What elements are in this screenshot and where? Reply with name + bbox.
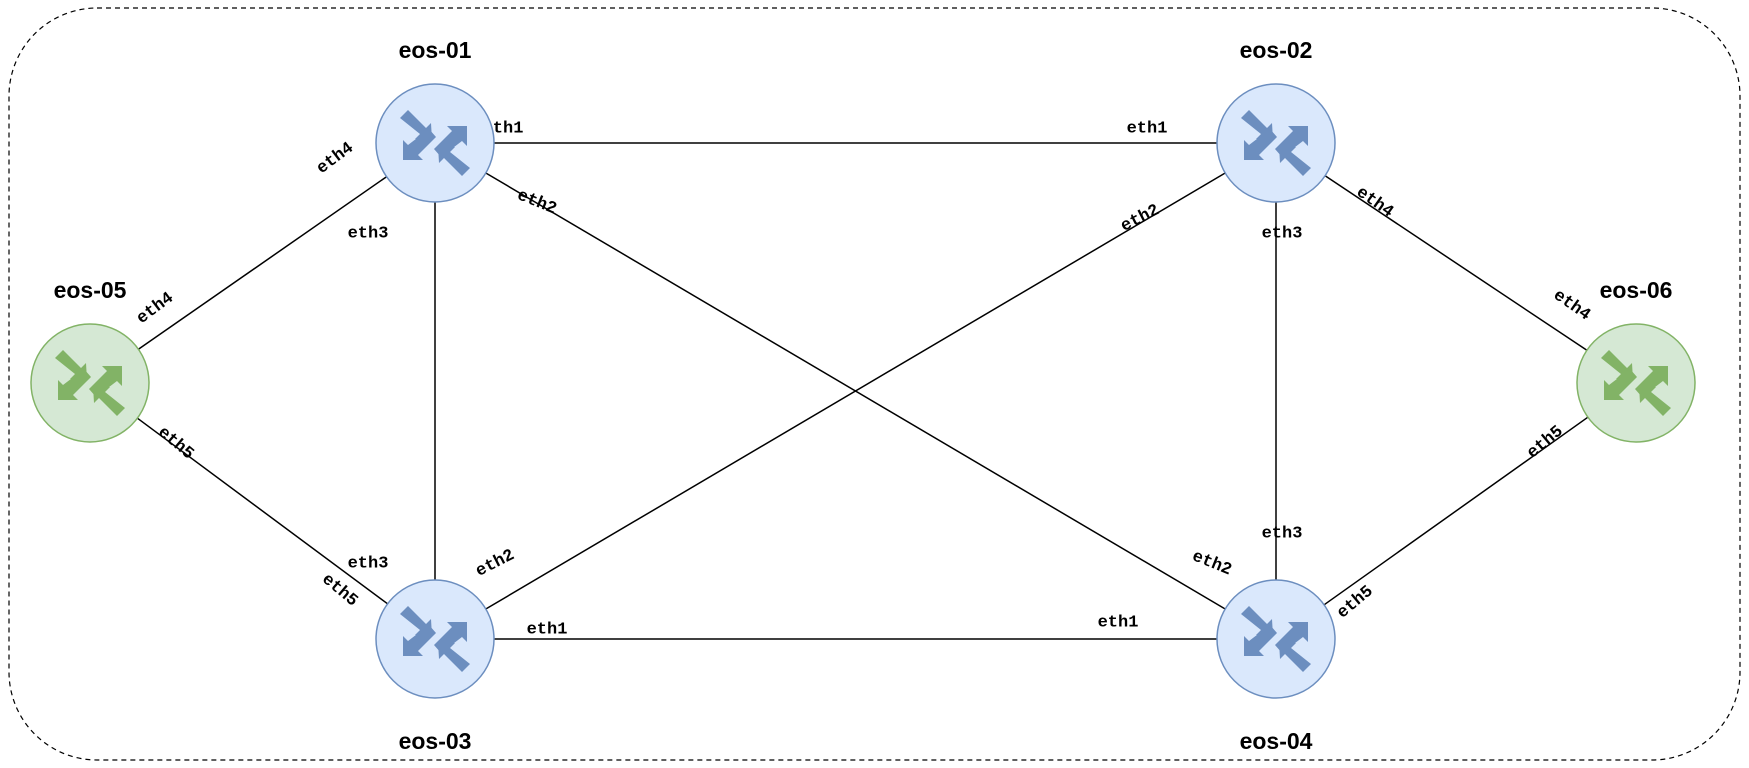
port-label-eos-06-eth4: eth4 [1549, 286, 1593, 325]
port-label-eos-03-eth1: eth1 [527, 620, 568, 639]
node-eos-01[interactable]: eos-01 [375, 37, 495, 203]
port-label-eos-02-eth4: eth4 [1352, 183, 1396, 222]
node-eos-02[interactable]: eos-02 [1216, 37, 1336, 203]
port-label-eos-05-eth4: eth4 [134, 289, 178, 329]
port-label-eos-06-eth5: eth5 [1524, 422, 1567, 463]
router-circle[interactable] [375, 83, 495, 203]
port-label-eos-04-eth5: eth5 [1334, 582, 1377, 623]
node-eos-04[interactable]: eos-04 [1216, 579, 1336, 754]
port-label-eos-01-eth4: eth4 [314, 139, 358, 179]
node-label-eos-01: eos-01 [399, 37, 472, 63]
port-label-eos-02-eth3: eth3 [1262, 224, 1303, 243]
link-eos-02-eos-03[interactable] [485, 172, 1226, 610]
node-label-eos-04: eos-04 [1240, 728, 1313, 754]
node-eos-06[interactable]: eos-06 [1576, 277, 1696, 443]
router-circle[interactable] [30, 323, 150, 443]
node-label-eos-03: eos-03 [399, 728, 472, 754]
router-circle[interactable] [375, 579, 495, 699]
node-eos-03[interactable]: eos-03 [375, 579, 495, 754]
link-eos-04-eos-06[interactable] [1323, 416, 1589, 606]
port-label-eos-03-eth3: eth3 [348, 554, 389, 573]
port-label-eos-03-eth5: eth5 [318, 570, 361, 611]
port-label-eos-01-eth2: eth2 [514, 186, 559, 219]
port-labels-layer: eth1 eth1 eth2 eth2 eth3 eth3 eth4 eth4 eth2 eth2… [134, 119, 1594, 639]
port-label-eos-04-eth1: eth1 [1098, 613, 1139, 632]
port-label-eos-02-eth2: eth2 [1118, 201, 1163, 236]
node-label-eos-05: eos-05 [54, 277, 127, 303]
node-label-eos-06: eos-06 [1600, 277, 1673, 303]
nodes-layer: eos-01 eos-02 eos-03 eos-04 eos-05 eos-06 [30, 37, 1696, 754]
port-label-eos-02-eth1: eth1 [1127, 119, 1168, 138]
links-layer [136, 142, 1589, 640]
link-eos-01-eos-05[interactable] [137, 176, 388, 350]
link-eos-03-eos-05[interactable] [136, 417, 389, 605]
router-circle[interactable] [1576, 323, 1696, 443]
port-label-eos-03-eth2: eth2 [473, 546, 518, 581]
port-label-eos-04-eth2: eth2 [1189, 547, 1234, 580]
router-circle[interactable] [1216, 579, 1336, 699]
node-eos-05[interactable]: eos-05 [30, 277, 150, 443]
diagram-boundary [8, 7, 1741, 761]
port-label-eos-04-eth3: eth3 [1262, 524, 1303, 543]
node-label-eos-02: eos-02 [1240, 37, 1313, 63]
port-label-eos-01-eth3: eth3 [348, 224, 389, 243]
router-circle[interactable] [1216, 83, 1336, 203]
link-eos-02-eos-06[interactable] [1324, 175, 1588, 351]
